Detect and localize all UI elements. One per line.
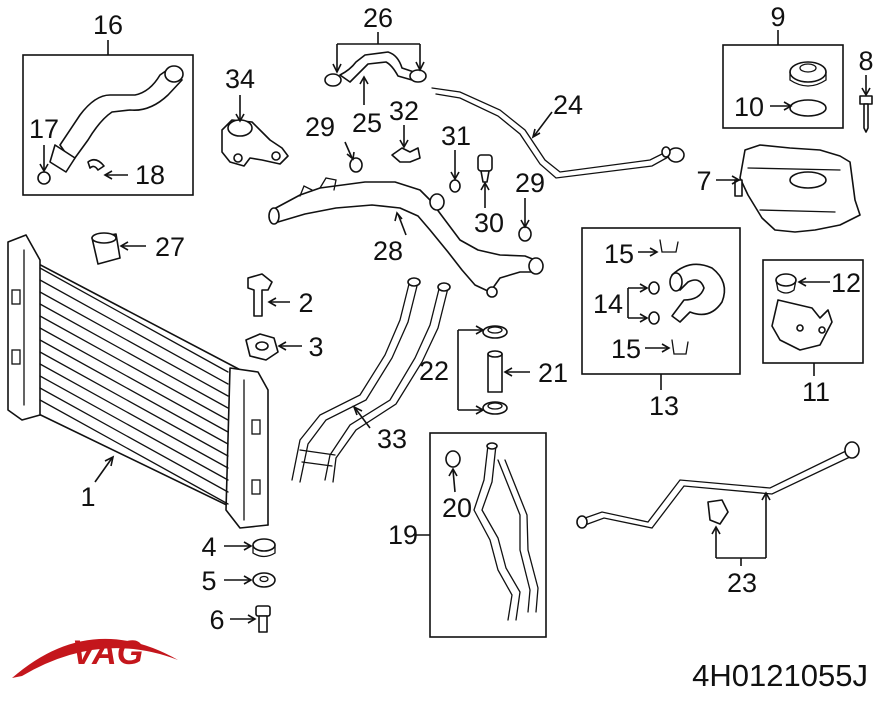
callout-16: 16 <box>93 10 123 40</box>
oring-20 <box>445 450 461 468</box>
callout-15-top: 15 <box>604 239 634 269</box>
hose-assembly-part <box>669 263 726 323</box>
callout-3: 3 <box>308 332 323 362</box>
callout-32: 32 <box>389 96 419 126</box>
callout-24: 24 <box>553 90 583 120</box>
clip-15-bottom <box>671 339 689 355</box>
hose-clamp-part <box>482 325 508 415</box>
clip-part <box>391 147 421 163</box>
washer-part <box>349 157 363 173</box>
brand-logo: VAG <box>12 634 178 678</box>
coolant-manifold-part <box>268 177 544 298</box>
callout-1: 1 <box>80 482 95 512</box>
vent-pipe-part <box>431 87 685 179</box>
upper-hose-part <box>37 65 184 185</box>
radiator-part <box>7 234 269 529</box>
callout-15-bottom: 15 <box>611 334 641 364</box>
grommet-part <box>91 232 121 265</box>
callout-30: 30 <box>474 208 504 238</box>
return-pipe-part <box>576 441 860 529</box>
callout-34: 34 <box>225 64 255 94</box>
expansion-tank-part <box>734 144 861 233</box>
bolt-6-part <box>255 605 271 633</box>
callout-21: 21 <box>538 358 568 388</box>
bypass-pipe-part <box>473 442 539 621</box>
small-hose-part <box>324 51 427 87</box>
callout-31: 31 <box>441 121 471 151</box>
callout-17: 17 <box>29 114 59 144</box>
thermostat-housing-part <box>221 119 289 167</box>
callout-20: 20 <box>442 493 472 523</box>
logo-swoosh-icon <box>12 638 178 678</box>
cap-seal-part <box>789 99 827 117</box>
callout-14: 14 <box>593 289 623 319</box>
washer-5-part <box>252 572 276 588</box>
ring-part <box>449 179 461 193</box>
callout-29-upper: 29 <box>305 112 335 142</box>
callout-11: 11 <box>802 377 830 407</box>
callout-6: 6 <box>209 605 224 635</box>
callout-22: 22 <box>419 356 449 386</box>
callout-27: 27 <box>155 232 185 262</box>
callout-labels: 16 17 18 34 26 25 32 29 31 30 29 24 9 10… <box>29 2 874 635</box>
callout-8: 8 <box>858 46 873 76</box>
box-11 <box>762 259 864 364</box>
oring-14b <box>648 311 660 325</box>
bolt-part <box>859 95 873 133</box>
callout-28: 28 <box>373 236 403 266</box>
part-number: 4H0121055J <box>692 658 868 693</box>
callout-23: 23 <box>727 568 757 598</box>
callout-13: 13 <box>649 391 679 421</box>
oring-14a <box>648 281 660 295</box>
callout-5: 5 <box>201 566 216 596</box>
callout-9: 9 <box>770 2 785 32</box>
bracket-11-part <box>771 299 833 351</box>
callout-4: 4 <box>201 532 216 562</box>
callout-7: 7 <box>696 166 711 196</box>
callout-33: 33 <box>377 424 407 454</box>
callout-19: 19 <box>388 520 418 550</box>
filler-cap-part <box>789 61 827 87</box>
logo-text: VAG <box>72 634 143 672</box>
callout-12: 12 <box>831 268 861 298</box>
callout-25: 25 <box>352 108 382 138</box>
callout-18: 18 <box>135 160 165 190</box>
grommet-12-part <box>775 273 797 294</box>
callout-29-lower: 29 <box>515 168 545 198</box>
callout-26: 26 <box>363 3 393 33</box>
callout-2: 2 <box>298 288 313 318</box>
callout-10: 10 <box>734 92 764 122</box>
clip-15-top <box>659 239 679 253</box>
bushing-4-part <box>252 538 276 558</box>
rubber-mount-part <box>245 333 279 361</box>
short-hose-part <box>487 350 503 393</box>
washer-part-2 <box>518 226 532 242</box>
coolant-pipe-part <box>291 277 451 483</box>
sensor-part <box>477 154 493 183</box>
mount-bracket-part <box>247 273 273 317</box>
leader-lines <box>39 30 871 624</box>
box-9 <box>722 44 844 129</box>
